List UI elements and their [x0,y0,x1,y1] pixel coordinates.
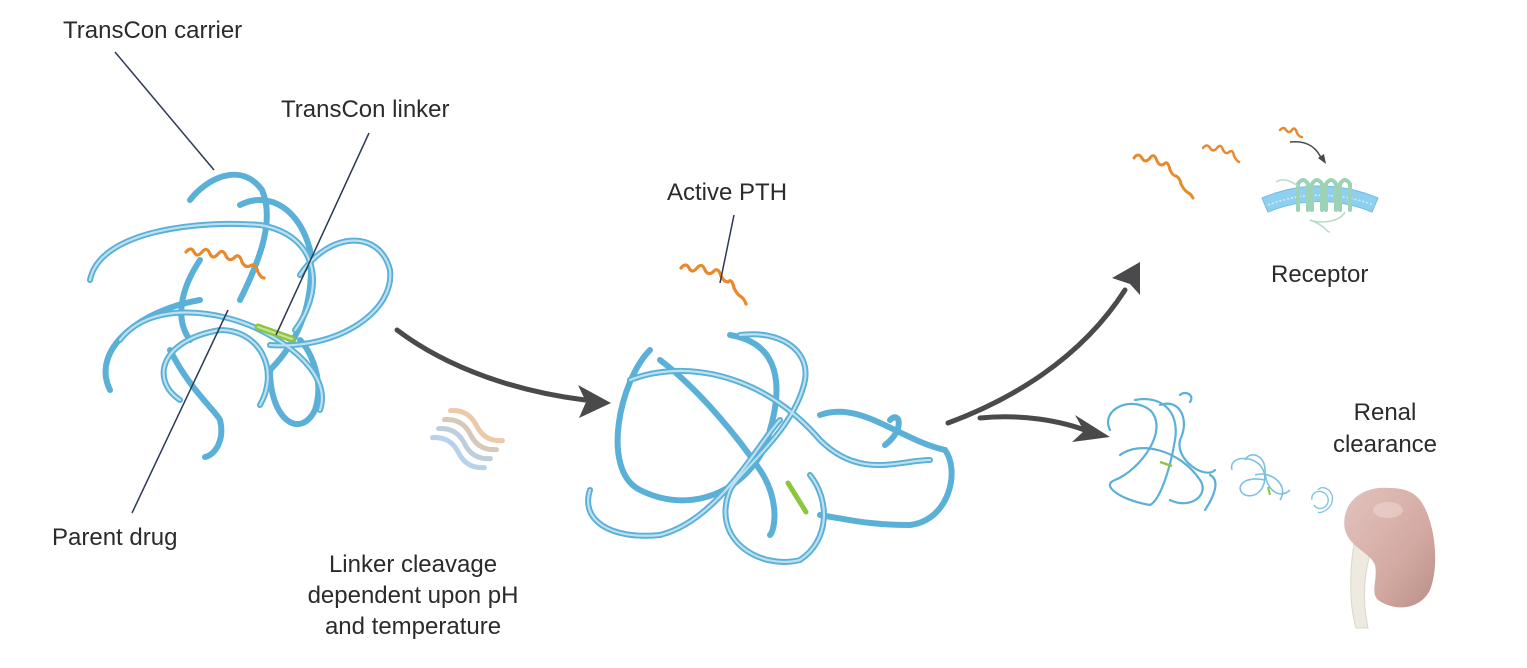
carrier-ribbon [87,171,394,460]
label-parent-drug: Parent drug [52,524,177,551]
label-renal-clearance-line1: Renal [1354,399,1417,426]
parent-drug-helix [184,247,266,280]
degrading-carrier-large [1106,391,1217,512]
leader-line-linker [275,132,370,336]
label-transcon-linker: TransCon linker [281,96,450,123]
active-pth-helix [679,263,748,306]
leader-line-active-pth [719,214,735,284]
leader-line-parent-drug [131,309,229,514]
release-arrow [394,327,611,418]
degrading-carrier-medium [1231,454,1291,501]
receptor-icon [1261,178,1379,233]
degrading-carrier-small [1311,487,1334,514]
free-carrier-ribbon [585,331,955,565]
binding-arrow [1289,140,1323,161]
clearance-arrow [977,414,1110,442]
label-cleavage-line1: Linker cleavage [329,551,497,578]
kidney-icon [1344,487,1436,629]
label-cleavage-line2: dependent upon pH [308,582,519,609]
heat-wave-icon [430,408,505,471]
label-active-pth: Active PTH [667,179,787,206]
label-cleavage-line3: and temperature [325,613,501,640]
label-renal-clearance-line2: clearance [1333,431,1437,458]
receptor-arrow [945,262,1140,426]
free-linker-icon [785,480,809,515]
pth-fragments [1132,126,1304,200]
label-transcon-carrier: TransCon carrier [63,17,242,44]
label-receptor: Receptor [1271,261,1368,288]
transcon-prodrug [87,171,394,460]
leader-line-carrier [114,51,215,171]
